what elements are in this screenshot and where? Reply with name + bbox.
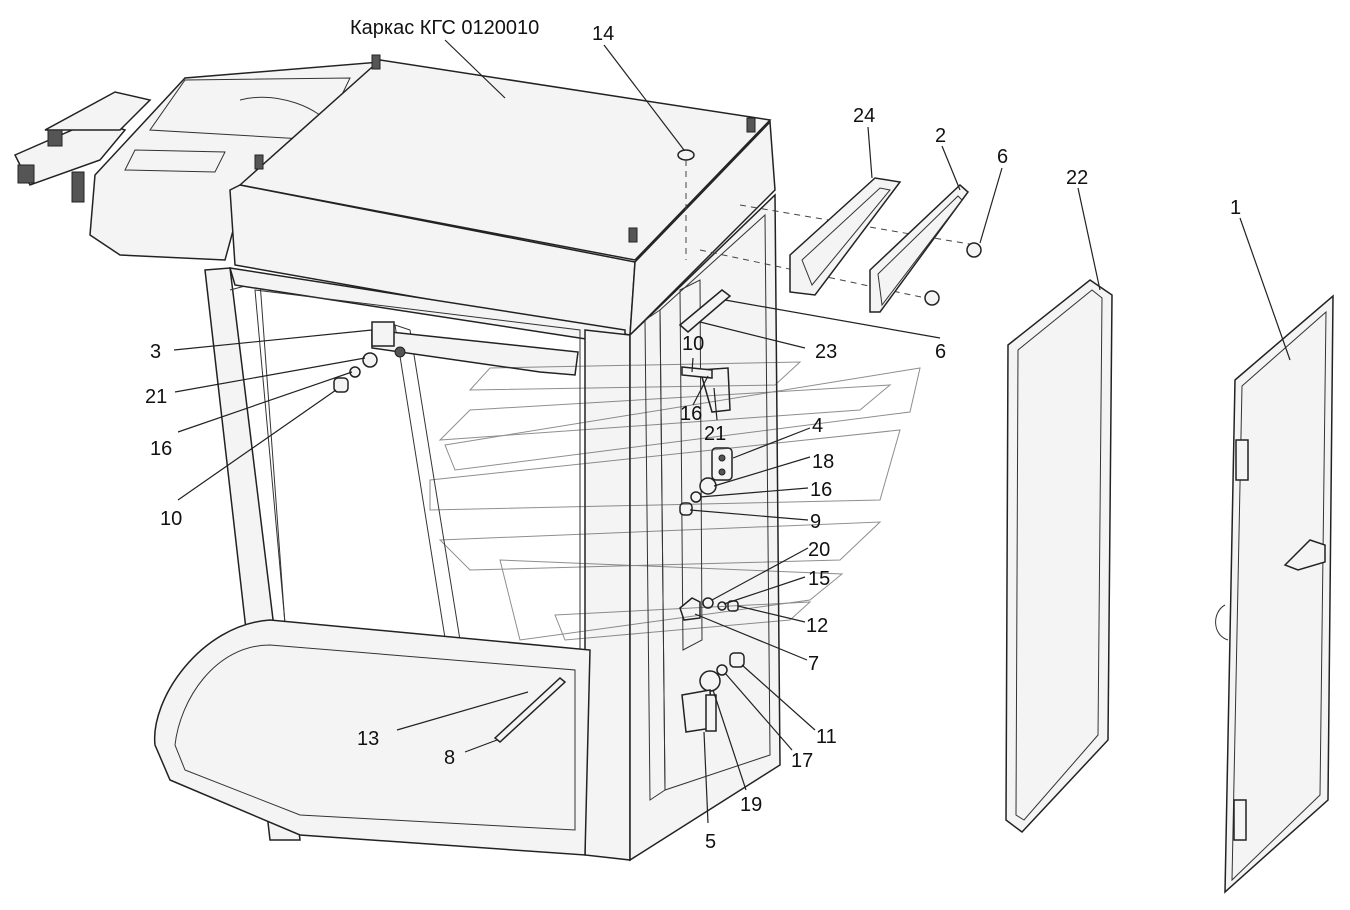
door-1 [1215,294,1334,894]
callout-17: 17 [791,750,813,772]
cab-frame [13,54,781,862]
callout-labels: Каркас КГС 0120010 14 24 2 6 22 1 3 10 2… [145,17,1241,853]
leader-lines [173,39,1291,824]
callout-12: 12 [806,615,828,637]
callout-16-right: 16 [810,479,832,501]
callout-6-bottom: 6 [935,341,946,363]
assembly-title: Каркас КГС 0120010 [350,17,539,39]
callout-8: 8 [444,747,455,769]
callout-16-left: 16 [150,438,172,460]
callout-3: 3 [150,341,161,363]
knobs-6 [924,242,982,306]
callout-2: 2 [935,125,946,147]
callout-19: 19 [740,794,762,816]
callout-6-top: 6 [997,146,1008,168]
watermark-shapes [429,361,921,641]
callout-20: 20 [808,539,830,561]
callout-21-mid: 21 [704,423,726,445]
callout-1: 1 [1230,197,1241,219]
callout-15: 15 [808,568,830,590]
callout-22: 22 [1066,167,1088,189]
callout-9: 9 [810,511,821,533]
callout-7: 7 [808,653,819,675]
callout-14: 14 [592,23,614,45]
callout-24: 24 [853,105,875,127]
callout-13: 13 [357,728,379,750]
callout-5: 5 [705,831,716,853]
callout-16-mid: 16 [680,403,702,425]
callout-10-left: 10 [160,508,182,530]
callout-23: 23 [815,341,837,363]
callout-11: 11 [816,726,837,748]
callout-10-mid: 10 [682,333,704,355]
callout-18: 18 [812,451,834,473]
glass-2 [869,183,970,313]
seal-22 [1005,279,1113,834]
callout-4: 4 [812,415,823,437]
hardware-parts [333,149,745,743]
callout-21-left: 21 [145,386,167,408]
window-frame-24 [789,177,902,296]
